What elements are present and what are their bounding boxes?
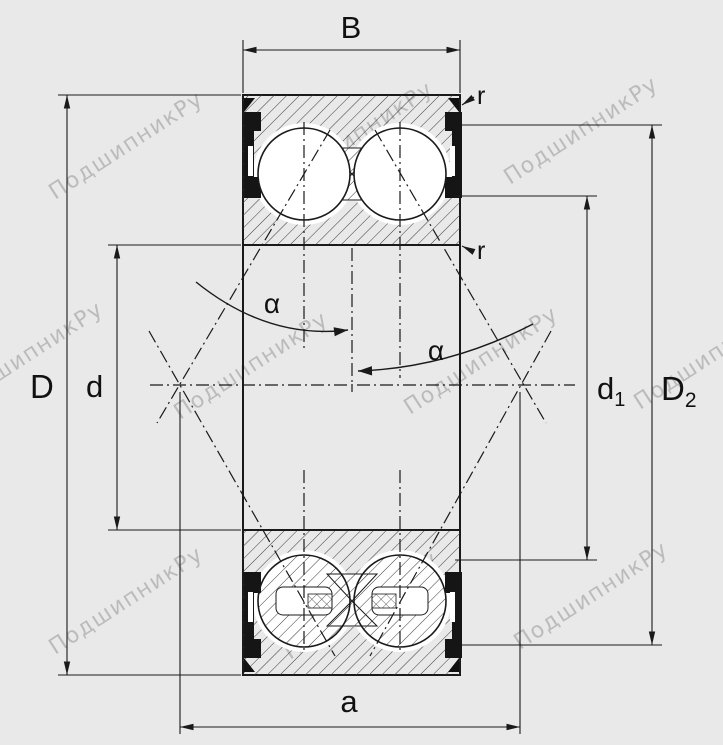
dim-r-bottom: r [461, 237, 485, 265]
label-B: B [341, 10, 362, 45]
bottom-section [243, 530, 462, 675]
label-d1: d1 [597, 371, 625, 411]
label-D: D [30, 368, 54, 405]
alpha-arc-right [357, 323, 534, 372]
dim-D2: D2 [462, 124, 697, 646]
alpha-arrow-left [333, 327, 348, 337]
contact-line-left-upper [156, 129, 331, 424]
top-section [243, 95, 462, 245]
contact-line-right-lower [369, 330, 552, 657]
label-r-bottom: r [477, 237, 485, 265]
seal-anchor [448, 658, 459, 672]
label-D2: D2 [661, 370, 697, 412]
label-d1-sub: 1 [614, 389, 625, 411]
label-d: d [86, 369, 103, 404]
seal-anchor [244, 658, 255, 672]
label-r-top: r [477, 82, 485, 110]
seal-top-left [244, 112, 261, 198]
dim-r-top: r [461, 82, 485, 110]
seal-bottom-right [445, 572, 462, 658]
label-a: a [340, 684, 358, 719]
seal-anchor [448, 98, 459, 112]
leader-line [461, 245, 476, 255]
alpha-arc-left [195, 281, 349, 333]
label-alpha-right: α [428, 335, 444, 366]
label-d1-base: d [597, 371, 614, 406]
contact-line-left-lower [148, 330, 336, 657]
dimensions: B D d d1 D2 [30, 10, 697, 734]
centerlines [148, 122, 575, 657]
dim-d: d [86, 244, 241, 531]
dim-a: a [179, 392, 521, 734]
alpha-arrow-right [358, 366, 373, 376]
seal-top-right [445, 112, 462, 198]
seal-anchor [244, 98, 255, 112]
contact-line-right-upper [374, 129, 547, 424]
contact-angle-annotations: α α [195, 281, 534, 376]
dim-d1: d1 [455, 195, 625, 561]
seal-bottom-left [244, 572, 261, 658]
label-D2-sub: 2 [685, 389, 697, 412]
dim-D: D [30, 94, 241, 676]
dim-B: B [242, 10, 461, 93]
label-D2-base: D [661, 370, 685, 407]
leader-line [461, 94, 476, 106]
label-alpha-left: α [264, 288, 280, 319]
